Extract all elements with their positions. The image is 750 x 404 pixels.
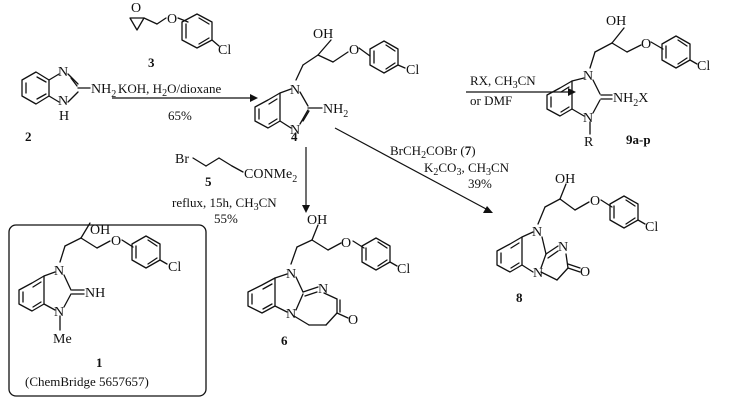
atom-n: N [290,83,300,98]
atom-o: O [580,265,590,280]
atom-n: N [533,266,543,281]
compound-1-structure: N N NH Me OH O Cl [18,222,181,347]
atom-oh: OH [307,213,327,228]
atom-cl: Cl [168,260,181,275]
atom-n: N [318,282,328,297]
atom-br: Br [175,152,189,167]
arrowhead-icon [250,94,258,102]
compound-9-structure: N N R NH2X OH O Cl [546,14,710,150]
reaction-arrow-step4 [334,127,489,211]
step1-yield: 65% [168,108,192,123]
compound-label-4: 4 [291,129,298,144]
compound-label-9a-p: 9a-p [626,132,651,147]
step2-reagents: RX, CH3CN [470,73,536,91]
atom-cl: Cl [645,220,658,235]
atom-cl: Cl [406,63,419,78]
compound-label-8: 8 [516,290,523,305]
atom-n: N [286,267,296,282]
atom-o: O [590,194,600,209]
compound-3-structure: O O Cl [129,1,231,58]
atom-o: O [641,37,651,52]
atom-n: N [583,111,593,126]
step4-yield: 39% [468,176,492,191]
atom-n: N [58,94,68,109]
atom-n: N [54,264,64,279]
atom-n: N [54,305,64,320]
atom-h: H [59,109,69,124]
atom-oh: OH [606,14,626,29]
atom-oh: OH [555,172,575,187]
atom-r: R [584,135,594,150]
compound-label-1: 1 [96,355,103,370]
compound-label-6: 6 [281,333,288,348]
compound-5-structure: Br CONMe2 [175,152,297,185]
atom-o: O [348,313,358,328]
atom-o: O [341,236,351,251]
compound-8-structure: N N N O OH O Cl [496,172,658,281]
atom-nh2: NH2 [91,82,116,100]
atom-o: O [111,234,121,249]
atom-oh: OH [313,27,333,42]
atom-nh2: NH2 [323,102,348,120]
step3-yield: 55% [214,211,238,226]
atom-nh2x: NH2X [613,91,648,109]
atom-n: N [286,307,296,322]
step1-reagents: KOH, H2O/dioxane [118,81,221,99]
step3-conditions: reflux, 15h, CH3CN [172,195,277,213]
atom-conme2: CONMe2 [244,167,297,185]
atom-o: O [167,12,177,27]
compound-1-box [8,224,207,397]
compound-label-2: 2 [25,129,32,144]
arrowhead-icon [302,205,310,213]
step4-reagent: BrCH2COBr (7) [390,143,476,161]
compound-2-structure: N N H NH2 [21,65,116,124]
atom-n: N [290,123,300,138]
atom-oh: OH [90,223,110,238]
atom-n: N [558,240,568,255]
atom-me: Me [53,332,72,347]
arrowhead-icon [483,206,493,213]
atom-n: N [532,225,542,240]
atom-nh: NH [85,286,105,301]
step4-base: K2CO3, CH3CN [424,160,510,178]
step2-solvent: or DMF [470,93,512,108]
compound-label-3: 3 [148,55,155,70]
atom-o: O [131,1,141,16]
vendor-id: (ChemBridge 5657657) [25,374,149,389]
compound-4-structure: N N NH2 OH O Cl [254,27,419,138]
atom-cl: Cl [397,262,410,277]
atom-cl: Cl [218,43,231,58]
compound-6-structure: N N N O OH O Cl [247,213,410,328]
compound-label-5: 5 [205,174,212,189]
atom-n: N [58,65,68,80]
atom-o: O [349,43,359,58]
atom-n: N [583,69,593,84]
atom-cl: Cl [697,59,710,74]
